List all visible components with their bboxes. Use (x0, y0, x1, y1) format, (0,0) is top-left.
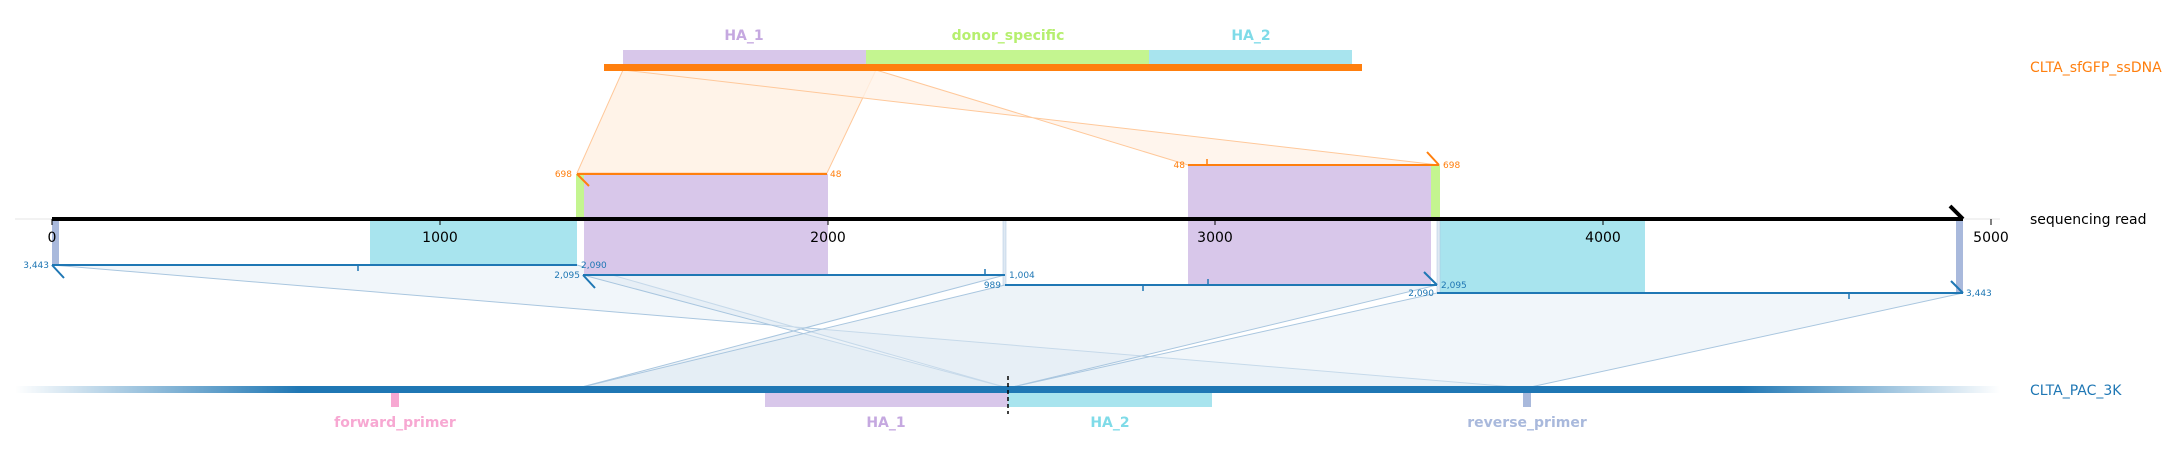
ref-aln-3-start: 989 (984, 281, 1001, 291)
ssdna-bar (604, 64, 1362, 71)
read-axis-ticks (51, 219, 1992, 225)
donor-aln-1-end: 48 (830, 170, 842, 180)
read-alignment-boxes (52, 165, 1963, 294)
reference-alignment-bars: 3,443 2,090 2,095 1,004 989 2,095 2,090 … (23, 261, 1992, 299)
read-track-name: sequencing read (2030, 212, 2146, 228)
ref-aln-3-end: 2,095 (1441, 281, 1467, 291)
read-track: 0 1000 2000 3000 4000 5000 sequencing re… (15, 204, 2146, 246)
donor-aln-1-start: 698 (555, 170, 572, 180)
ssdna-feature-donor-specific (866, 50, 1149, 64)
ref-aln-1-end: 2,090 (581, 261, 607, 271)
ssdna-track: HA_1 donor_specific HA_2 CLTA_sfGFP_ssDN… (604, 28, 2162, 76)
pac-feature-ha2 (1008, 393, 1212, 407)
pac-fade-left (15, 386, 300, 393)
ref-aln-4-end: 3,443 (1966, 289, 1992, 299)
pac-feature-ha1 (765, 393, 1008, 407)
read-box-primer-right (1956, 219, 1963, 293)
pac-label-ha2: HA_2 (1090, 415, 1129, 431)
donor-aln-2-start: 48 (1174, 161, 1186, 171)
pac-feature-reverse-primer (1523, 393, 1531, 407)
read-box-donor-specific-1 (576, 174, 584, 219)
donor-alignment-bars: 698 48 48 698 (555, 151, 1460, 187)
ref-aln-4-start: 2,090 (1408, 289, 1434, 299)
ssdna-label-donor-specific: donor_specific (952, 28, 1065, 44)
ssdna-label-ha1: HA_1 (724, 28, 763, 44)
donor-alignment-links (576, 69, 1440, 174)
read-box-ha2-2 (1440, 219, 1645, 293)
read-box-donor-specific-2 (1431, 165, 1440, 220)
ref-aln-2-start: 2,095 (554, 271, 580, 281)
ref-aln-3-arrow (1423, 271, 1438, 286)
ssdna-feature-ha2 (1149, 50, 1352, 64)
pac-label-reverse-primer: reverse_primer (1467, 415, 1587, 431)
donor-aln-2-arrow (1426, 151, 1440, 166)
ref-aln-1-arrow (51, 264, 65, 279)
pac-feature-forward-primer (391, 393, 399, 407)
ssdna-label-ha2: HA_2 (1231, 28, 1270, 44)
read-tick-label: 0 (48, 230, 57, 246)
ssdna-feature-ha1 (623, 50, 866, 64)
read-box-primer-left (52, 219, 59, 265)
ref-aln-4-arrow (1950, 280, 1964, 294)
read-tick-label: 1000 (422, 230, 458, 246)
reference-alignment-links (51, 264, 1964, 389)
read-tick-label: 3000 (1197, 230, 1233, 246)
ref-aln-1-start: 3,443 (23, 261, 49, 271)
read-tick-label: 4000 (1585, 230, 1621, 246)
ssdna-track-name: CLTA_sfGFP_ssDNA (2030, 60, 2162, 76)
read-box-ha1-1 (584, 174, 828, 275)
pac-track-name: CLTA_PAC_3K (2030, 383, 2122, 399)
read-direction-arrow (1948, 204, 1965, 221)
read-tick-label: 2000 (810, 230, 846, 246)
ref-aln-2-arrow (582, 274, 596, 289)
pac-track: forward_primer HA_1 HA_2 reverse_primer … (15, 376, 2122, 431)
ref-aln-2-end: 1,004 (1009, 271, 1035, 281)
pac-bar (300, 386, 1740, 393)
donor-aln-1-arrow (576, 173, 590, 187)
read-junction-marker-2 (1436, 218, 1441, 294)
read-tick-label: 5000 (1973, 230, 2009, 246)
read-box-ha2-1 (370, 219, 577, 265)
pac-label-forward-primer: forward_primer (334, 415, 456, 431)
pac-label-ha1: HA_1 (866, 415, 905, 431)
donor-aln-2-end: 698 (1443, 161, 1460, 171)
pac-fade-right (1740, 386, 2000, 393)
read-box-ha1-2 (1188, 165, 1431, 285)
